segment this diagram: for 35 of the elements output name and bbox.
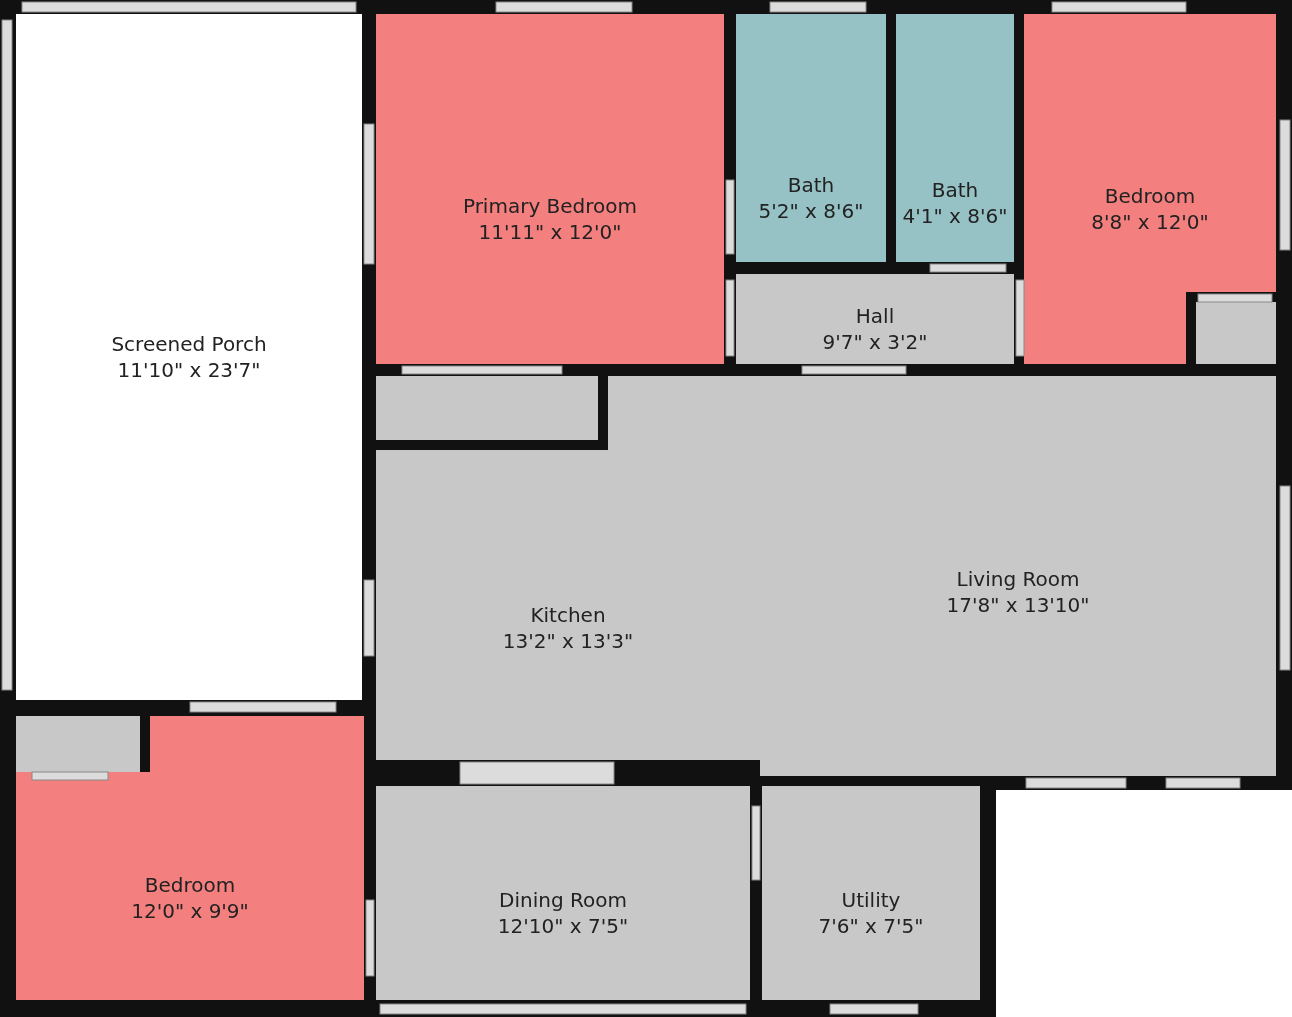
room-dimensions: 12'0" x 9'9" [131, 898, 249, 924]
room-name: Kitchen [530, 602, 606, 628]
room-dimensions: 11'11" x 12'0" [478, 219, 622, 245]
room-name: Hall [855, 303, 895, 329]
room-area [1024, 14, 1276, 364]
room-dimensions: 5'2" x 8'6" [758, 198, 864, 224]
room-name: Living Room [956, 566, 1080, 592]
room-name: Bedroom [144, 872, 236, 898]
room-name: Dining Room [499, 887, 627, 913]
room-name: Utility [841, 887, 901, 913]
room-area [376, 786, 750, 1000]
room-name: Bath [931, 177, 979, 203]
room-dimensions: 11'10" x 23'7" [117, 357, 261, 383]
room-area [736, 14, 886, 262]
room-area [376, 376, 760, 760]
room-area [762, 786, 980, 1000]
room-name: Bath [787, 172, 835, 198]
room-area [896, 14, 1014, 262]
room-area [376, 14, 724, 364]
room-dimensions: 17'8" x 13'10" [946, 592, 1090, 618]
room-dimensions: 9'7" x 3'2" [822, 329, 928, 355]
room-dimensions: 7'6" x 7'5" [818, 913, 924, 939]
room-dimensions: 13'2" x 13'3" [502, 628, 634, 654]
closet-area [16, 716, 150, 772]
room-name: Bedroom [1104, 183, 1196, 209]
room-dimensions: 4'1" x 8'6" [902, 203, 1008, 229]
room-name: Primary Bedroom [462, 193, 638, 219]
room-area [16, 716, 364, 1000]
room-area [16, 14, 362, 700]
room-area [760, 376, 1276, 776]
closet-area [376, 376, 608, 450]
room-dimensions: 8'8" x 12'0" [1091, 209, 1209, 235]
room-name: Screened Porch [111, 331, 267, 357]
room-dimensions: 12'10" x 7'5" [497, 913, 629, 939]
room-area [736, 274, 1014, 364]
